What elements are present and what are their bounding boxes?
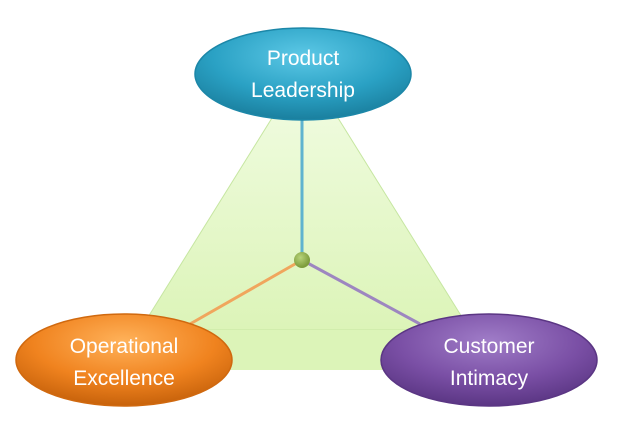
spoke-to-customer-intimacy bbox=[301, 258, 421, 326]
node-label-line1: Operational bbox=[70, 335, 179, 358]
node-label-line2: Intimacy bbox=[450, 367, 529, 390]
node-customer-intimacy: Customer Intimacy bbox=[380, 313, 598, 407]
node-operational-excellence: Operational Excellence bbox=[15, 313, 233, 407]
node-label-line1: Product bbox=[267, 47, 340, 70]
node-label-line2: Leadership bbox=[251, 79, 355, 102]
node-product-leadership: Product Leadership bbox=[194, 27, 412, 121]
spoke-to-operational-excellence bbox=[189, 258, 303, 326]
center-hub bbox=[294, 252, 310, 268]
strategy-triangle bbox=[139, 117, 471, 331]
node-label-line2: Excellence bbox=[73, 367, 175, 390]
node-label-line1: Customer bbox=[443, 335, 534, 358]
